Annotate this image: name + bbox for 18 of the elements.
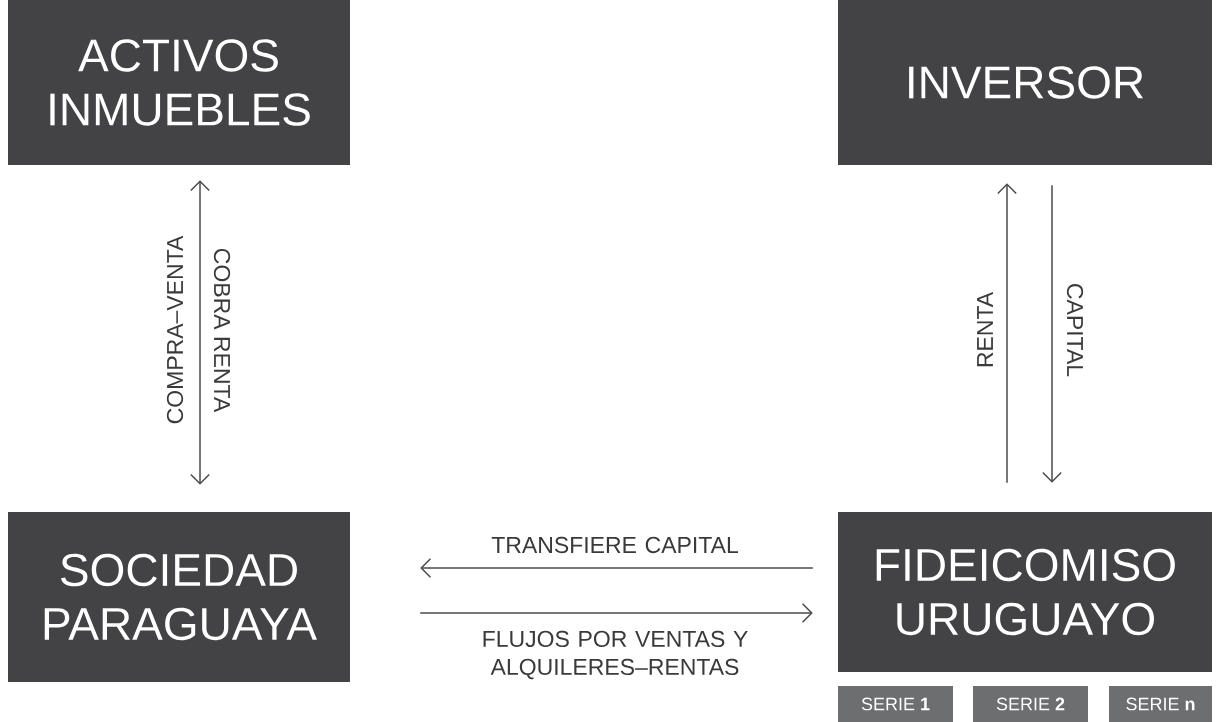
process-box: SOCIEDAD PARAGUAYA [8,512,350,682]
arrow [190,180,210,485]
arrow [997,183,1017,484]
arrow [1042,184,1062,483]
edge-label: FLUJOS POR VENTAS Y ALQUILERES–RENTAS [483,630,748,680]
arrow [420,558,814,578]
series-tag: SERIE n [1109,686,1212,722]
process-box: INVERSOR [838,0,1212,165]
arrow-label: COBRA RENTA [213,248,231,413]
series-tag: SERIE 1 [838,686,953,722]
edge-label: RENTA [977,291,993,367]
process-box: ACTIVOS INMUEBLES [8,0,350,165]
arrow [419,603,813,623]
edge-label: COMPRA–VENTA [166,235,184,424]
edge-label: CAPITAL [1066,284,1084,377]
series-tag: SERIE 2 [973,686,1088,722]
edge-label: TRANSFIERE CAPITAL [491,536,738,554]
process-box: FIDEICOMISO URUGUAYO [838,512,1212,672]
